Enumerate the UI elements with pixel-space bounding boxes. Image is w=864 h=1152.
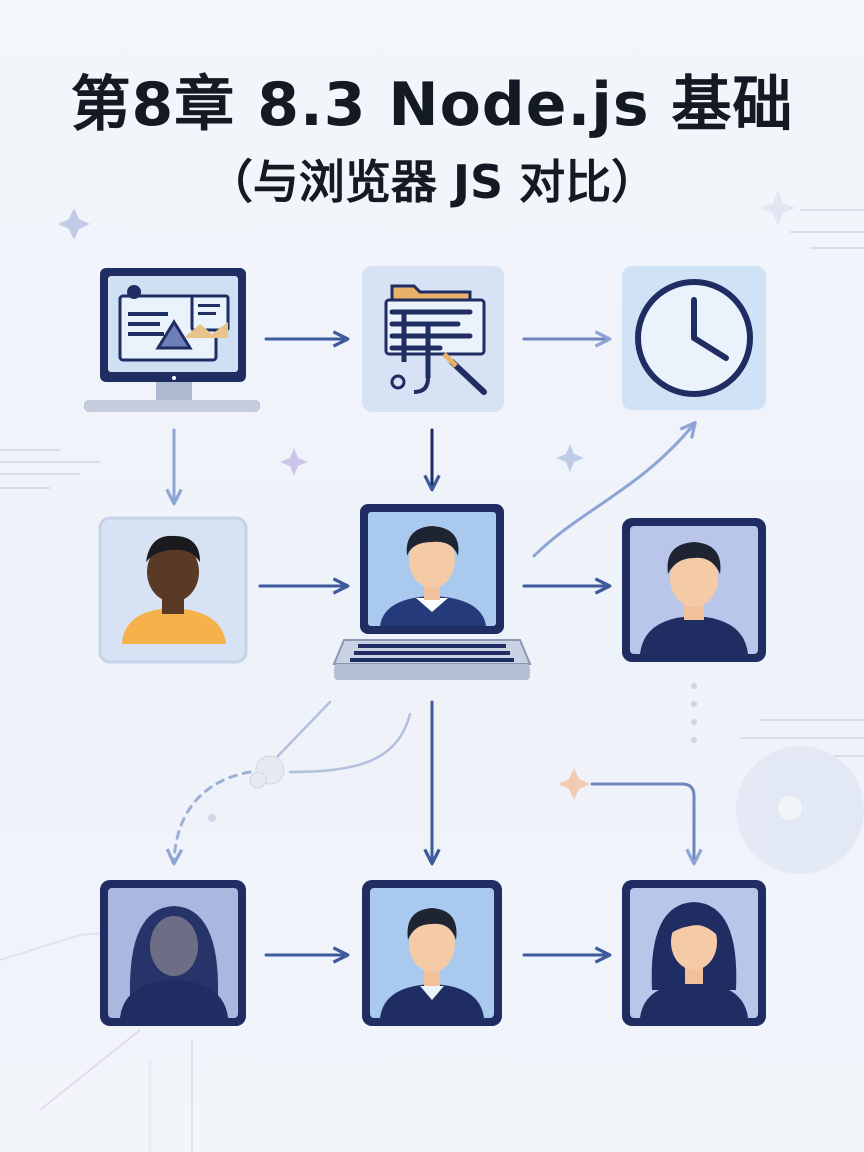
user-woman-node [622,880,766,1026]
sparkle-icon [558,768,590,800]
arrow-laptop-to-clock [532,420,697,558]
user-orange-node [98,516,248,664]
user-man-node [362,880,502,1026]
developer-laptop-node [332,504,532,680]
person-icon [122,535,226,644]
sparkle-icon [280,448,308,476]
laptop-person-icon [332,504,532,680]
desktop-computer-node [84,268,260,412]
user-right-node [622,518,766,662]
page-title: 第8章 8.3 Node.js 基础 [70,70,794,140]
person-icon [640,542,748,654]
connector-arrows [165,330,703,964]
code-editor-icon [384,284,487,395]
connector-laptop-branch [276,700,412,774]
person-icon [380,908,484,1018]
user-woman-dark-node [100,880,246,1026]
sparkle-icon [556,444,584,472]
arrow-laptop-to-woman-dark [165,770,252,866]
sparkle-icon [58,208,90,240]
person-icon [640,902,748,1018]
page-subtitle: （与浏览器 JS 对比） [206,155,658,209]
clock-icon [635,279,753,397]
arrow-branch-to-woman [590,782,703,866]
desktop-monitor-icon [84,268,260,412]
sparkle-icon [760,190,796,226]
clock-node [622,266,766,410]
person-icon [120,906,228,1018]
code-editor-node [362,266,504,412]
